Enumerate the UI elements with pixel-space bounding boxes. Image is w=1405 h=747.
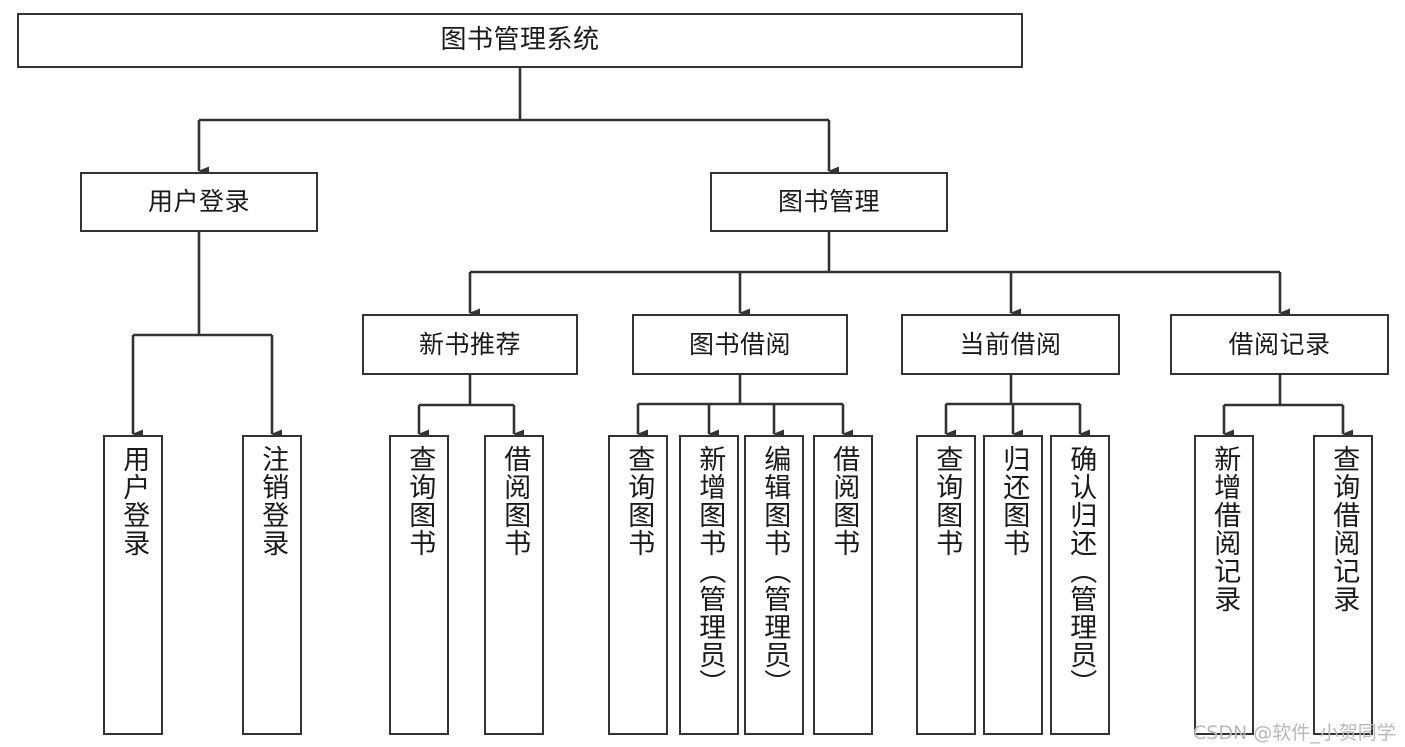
node-book-management[interactable]: 图书管理 (710, 172, 948, 232)
node-leaf-borrow-book-1[interactable]: 借阅图书 (484, 435, 544, 735)
node-leaf-query-record[interactable]: 查询借阅记录 (1313, 435, 1373, 735)
node-leaf-query-book-1[interactable]: 查询图书 (389, 435, 449, 735)
node-book-borrow[interactable]: 图书借阅 (632, 314, 848, 375)
node-root[interactable]: 图书管理系统 (17, 13, 1023, 68)
leaf-label: 查询借阅记录 (1328, 445, 1360, 613)
leaf-label: 新增图书（管理员） (694, 445, 726, 697)
node-current-borrow[interactable]: 当前借阅 (901, 314, 1120, 375)
leaf-label: 借阅图书 (828, 445, 860, 557)
node-borrow-record[interactable]: 借阅记录 (1170, 314, 1389, 375)
node-new-book-recommend[interactable]: 新书推荐 (362, 314, 578, 375)
leaf-label: 借阅图书 (499, 445, 531, 557)
leaf-label: 确认归还（管理员） (1065, 445, 1097, 697)
node-leaf-add-record[interactable]: 新增借阅记录 (1194, 435, 1254, 735)
node-leaf-query-book-3[interactable]: 查询图书 (916, 435, 976, 735)
node-leaf-add-book[interactable]: 新增图书（管理员） (679, 435, 739, 735)
node-user-login[interactable]: 用户登录 (80, 172, 318, 232)
leaf-label: 查询图书 (404, 445, 436, 557)
node-leaf-confirm-return[interactable]: 确认归还（管理员） (1050, 435, 1110, 735)
leaf-label: 新增借阅记录 (1209, 445, 1241, 613)
leaf-label: 用户登录 (118, 445, 150, 557)
node-leaf-edit-book[interactable]: 编辑图书（管理员） (744, 435, 804, 735)
node-leaf-borrow-book-2[interactable]: 借阅图书 (813, 435, 873, 735)
leaf-label: 归还图书 (998, 445, 1030, 557)
leaf-label: 编辑图书（管理员） (759, 445, 791, 697)
node-leaf-return-book[interactable]: 归还图书 (983, 435, 1043, 735)
node-leaf-user-login[interactable]: 用户登录 (103, 435, 163, 735)
leaf-label: 查询图书 (931, 445, 963, 557)
leaf-label: 注销登录 (257, 445, 289, 557)
node-leaf-logout[interactable]: 注销登录 (242, 435, 302, 735)
leaf-label: 查询图书 (623, 445, 655, 557)
watermark: CSDN @软件_小贺同学 (1193, 722, 1396, 744)
node-leaf-query-book-2[interactable]: 查询图书 (608, 435, 668, 735)
